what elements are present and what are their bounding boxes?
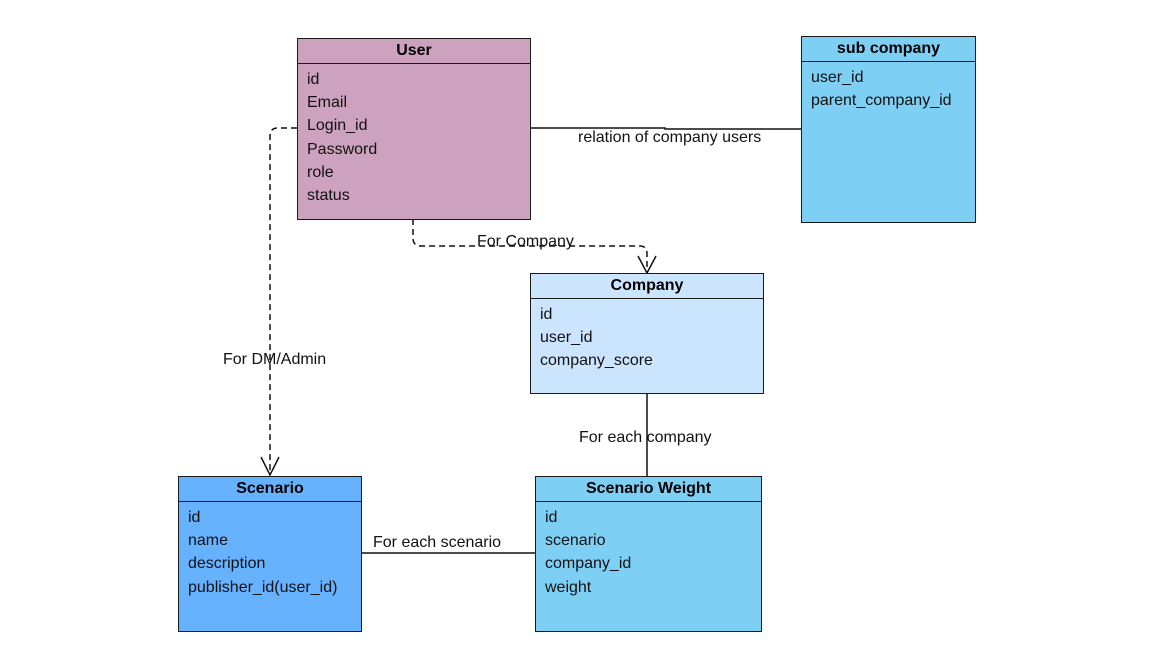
field-sub-company-user-id: user_id xyxy=(811,69,864,86)
entity-sub-company-fields: user_id parent_company_id xyxy=(802,62,975,112)
label-user-scenario: For DM/Admin xyxy=(223,351,327,368)
entity-scenario[interactable]: Scenario id name description publisher_i… xyxy=(178,476,362,632)
entity-sub-company[interactable]: sub company user_id parent_company_id xyxy=(801,36,976,223)
entity-scenario-fields: id name description publisher_id(user_id… xyxy=(179,502,361,599)
field-user-password: Password xyxy=(307,140,378,158)
field-sub-company-parent-company-id: parent_company_id xyxy=(811,92,952,110)
arrowhead-company xyxy=(637,255,657,275)
field-scenario-name: name xyxy=(188,532,229,550)
entity-sub-company-title: sub company xyxy=(802,37,975,62)
entity-scenario-title: Scenario xyxy=(179,477,361,502)
label-user-sub-company: relation of company users xyxy=(578,129,762,146)
entity-company-title: Company xyxy=(531,274,763,299)
field-user-id: id xyxy=(307,71,320,88)
field-scenario-weight-scenario: scenario xyxy=(545,532,606,550)
entity-company-fields: id user_id company_score xyxy=(531,299,763,373)
edge-user-scenario xyxy=(269,127,297,474)
entity-scenario-weight[interactable]: Scenario Weight id scenario company_id w… xyxy=(535,476,762,632)
field-user-login-id: Login_id xyxy=(307,117,368,135)
label-scenario-scenario-weight: For each scenario xyxy=(373,534,502,551)
entity-scenario-weight-fields: id scenario company_id weight xyxy=(536,502,761,599)
field-scenario-description: description xyxy=(188,555,266,573)
entity-user-title: User xyxy=(298,39,530,64)
entity-user[interactable]: User id Email Login_id Password role sta… xyxy=(297,38,531,220)
entity-user-fields: id Email Login_id Password role status xyxy=(298,64,530,207)
field-user-status: status xyxy=(307,187,350,205)
field-scenario-weight-weight: weight xyxy=(545,578,592,596)
field-scenario-publisher-id: publisher_id(user_id) xyxy=(188,578,338,596)
field-user-email: Email xyxy=(307,94,348,112)
field-company-score: company_score xyxy=(540,352,653,370)
entity-scenario-weight-title: Scenario Weight xyxy=(536,477,761,502)
field-scenario-id: id xyxy=(188,509,201,526)
field-scenario-weight-company-id: company_id xyxy=(545,555,632,573)
field-scenario-weight-id: id xyxy=(545,509,558,526)
field-company-user-id: user_id xyxy=(540,329,593,347)
field-user-role: role xyxy=(307,163,334,181)
field-company-id: id xyxy=(540,306,553,323)
label-user-company: For Company xyxy=(477,233,574,250)
entity-company[interactable]: Company id user_id company_score xyxy=(530,273,764,394)
arrowhead-scenario xyxy=(260,456,280,477)
label-company-scenario-weight: For each company xyxy=(579,429,712,446)
